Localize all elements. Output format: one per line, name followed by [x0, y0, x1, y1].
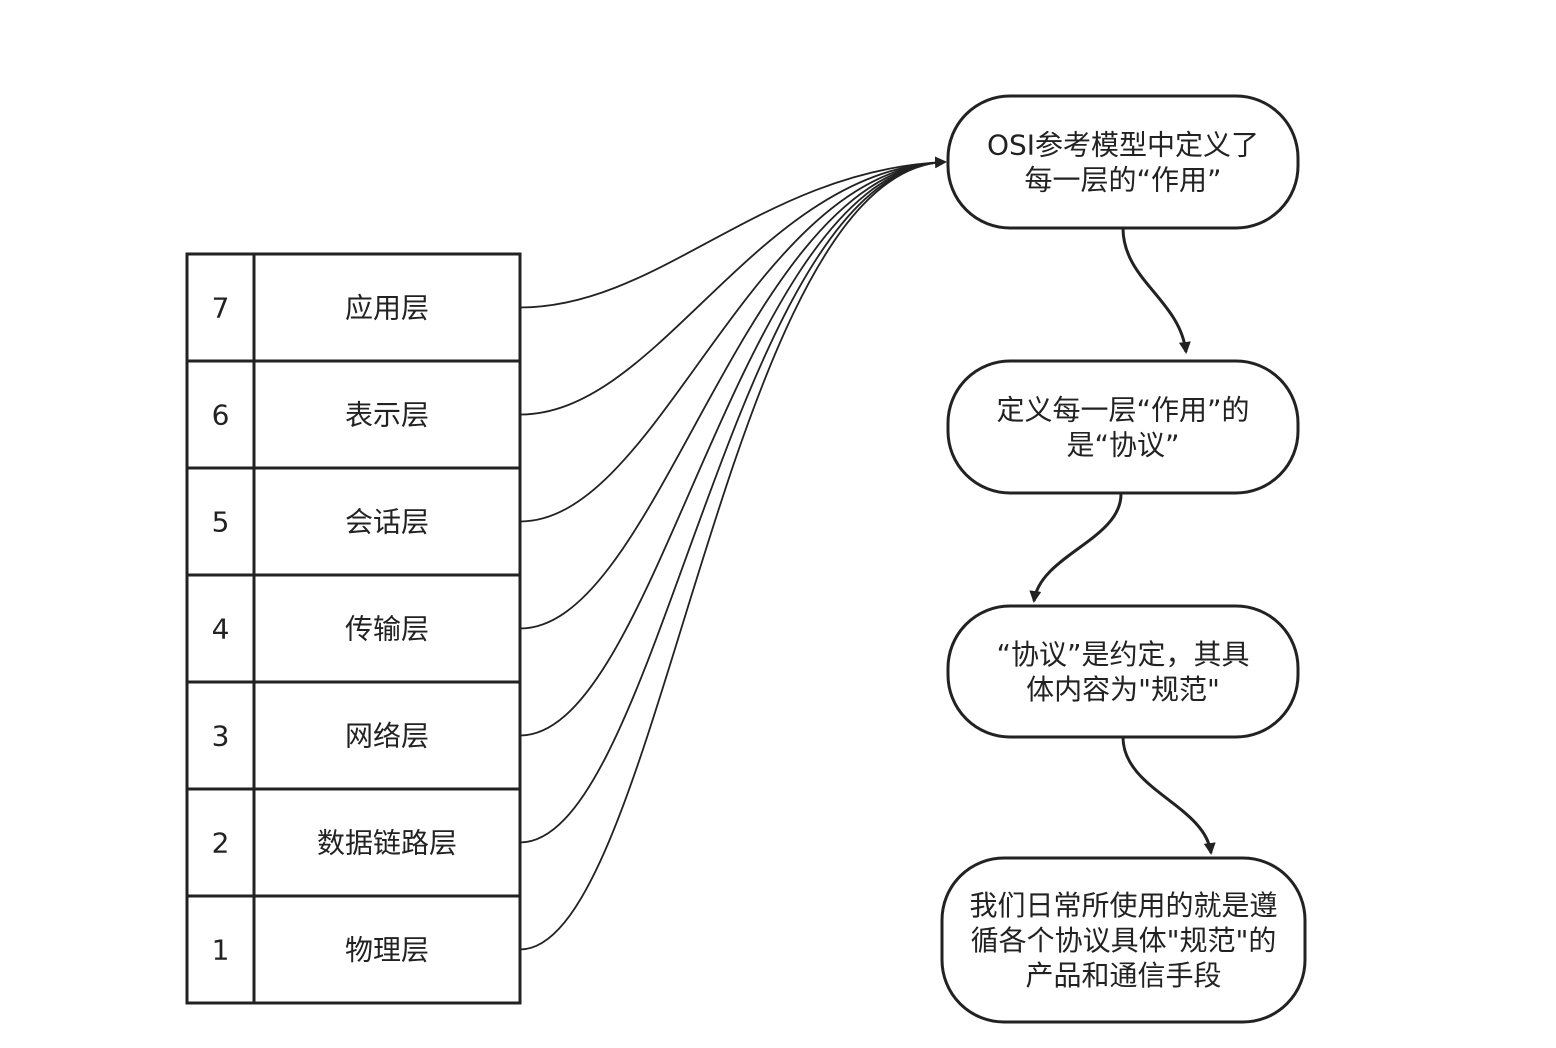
layer-number: 3 — [212, 720, 230, 753]
layer-row-6: 6 表示层 — [187, 359, 520, 432]
layer-connector-1 — [519, 161, 946, 951]
layer-connector-7 — [519, 156, 947, 309]
layer-number: 7 — [212, 292, 230, 325]
layer-connector-5 — [519, 161, 946, 523]
layer-name: 数据链路层 — [317, 827, 457, 860]
flow-node-shape — [940, 856, 1307, 1024]
layer-connector-2 — [519, 161, 946, 844]
layer-row-1: 1 物理层 — [187, 894, 520, 967]
layer-name: 会话层 — [345, 506, 429, 539]
flow-node-shape — [946, 604, 1300, 739]
flow-arrow-1 — [1121, 227, 1191, 354]
flow-node-text: 定义每一层“作用”的 — [996, 394, 1249, 427]
layer-connectors — [519, 156, 947, 951]
layer-number: 5 — [212, 506, 230, 539]
flow-node-text: 我们日常所使用的就是遵 — [969, 889, 1277, 922]
osi-layer-table: 7 应用层 6 表示层 5 会话层 4 传输层 3 网络层 2 数据链路层 1 物理层 — [185, 252, 522, 1005]
layer-row-7: 7 应用层 — [212, 292, 429, 325]
layer-number: 6 — [212, 399, 230, 432]
layer-row-5: 5 会话层 — [187, 466, 520, 539]
layer-name: 应用层 — [345, 292, 429, 325]
layer-name: 表示层 — [345, 399, 429, 432]
flow-node-text: OSI参考模型中定义了 — [987, 129, 1259, 162]
layer-row-3: 3 网络层 — [187, 680, 520, 753]
flow-node-shape — [946, 359, 1300, 495]
flow-arrows — [1029, 227, 1216, 855]
layer-name: 网络层 — [345, 720, 429, 753]
layer-name: 物理层 — [345, 934, 429, 967]
flow-node-shape — [946, 94, 1300, 230]
flow-node-text: 循各个协议具体"规范"的 — [971, 924, 1277, 957]
flow-node-2: 定义每一层“作用”的是“协议” — [946, 359, 1300, 495]
flow-node-text: 每一层的“作用” — [1024, 164, 1221, 197]
flow-node-text: 体内容为"规范" — [1026, 673, 1220, 706]
flow-arrow-2 — [1029, 493, 1123, 603]
layer-number: 2 — [212, 827, 230, 860]
layer-number: 4 — [212, 613, 230, 646]
layer-name: 传输层 — [345, 613, 429, 646]
layer-connector-6 — [519, 161, 946, 416]
layer-row-4: 4 传输层 — [187, 573, 520, 646]
flow-arrow-3 — [1121, 736, 1216, 855]
layer-number: 1 — [212, 934, 230, 967]
flow-node-text: 产品和通信手段 — [1025, 959, 1221, 992]
layer-row-2: 2 数据链路层 — [187, 787, 520, 860]
layer-connector-4 — [519, 161, 946, 630]
layer-connector-3 — [519, 161, 946, 737]
flow-node-text: “协议”是约定，其具 — [996, 638, 1249, 671]
flow-node-text: 是“协议” — [1066, 429, 1179, 462]
